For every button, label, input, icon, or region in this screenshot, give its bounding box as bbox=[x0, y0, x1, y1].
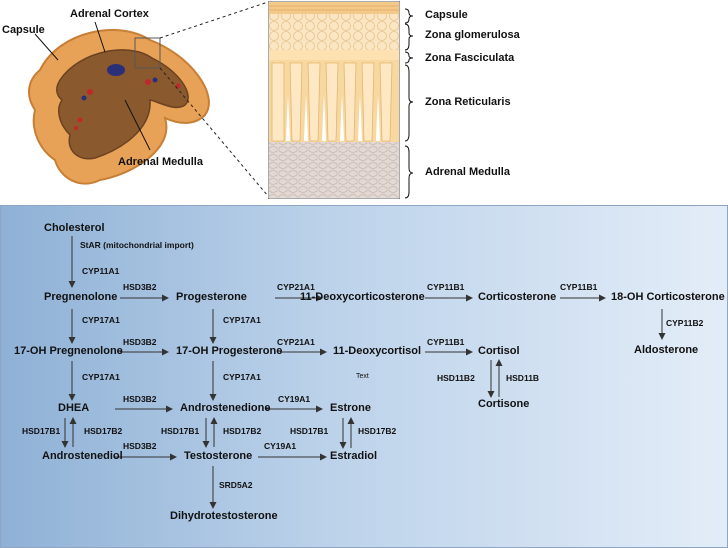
enzyme-cyp11b1-row1b: CYP11B1 bbox=[560, 282, 598, 292]
layer-zona-reticularis-label: Zona Reticularis bbox=[425, 96, 511, 108]
stray-text-label: Text bbox=[356, 373, 369, 380]
molecule-11-deoxycorticosterone: 11-Deoxycorticosterone bbox=[300, 291, 425, 303]
zona-glomerulosa-layer bbox=[269, 14, 399, 50]
layer-capsule-label: Capsule bbox=[425, 9, 468, 21]
molecule-17-oh-pregnenolone: 17-OH Pregnenolone bbox=[14, 345, 123, 357]
steroidogenesis-pathway-panel bbox=[0, 205, 728, 548]
enzyme-hsd3b2-row3: HSD3B2 bbox=[123, 394, 157, 404]
enzyme-cyp11a1: CYP11A1 bbox=[82, 266, 120, 276]
molecule-dhea: DHEA bbox=[58, 402, 90, 414]
enzyme-hsd17b1-right: HSD17B1 bbox=[290, 426, 329, 436]
molecule-cholesterol: Cholesterol bbox=[44, 222, 105, 234]
enzyme-hsd17b1-left: HSD17B1 bbox=[22, 426, 61, 436]
enzyme-hsd3b2-row4: HSD3B2 bbox=[123, 441, 157, 451]
adrenal-medulla-shape bbox=[56, 49, 189, 160]
molecule-18-oh-corticosterone: 18-OH Corticosterone bbox=[611, 291, 725, 303]
zoom-connector bbox=[159, 1, 269, 197]
molecule-estradiol: Estradiol bbox=[330, 450, 378, 462]
layer-brackets bbox=[404, 8, 414, 199]
vessel-dot bbox=[107, 64, 125, 76]
enzyme-hsd17b2-left: HSD17B2 bbox=[84, 426, 123, 436]
enzyme-cyp17a1-mid-1: CYP17A1 bbox=[223, 315, 261, 325]
enzyme-hsd17b2-mid: HSD17B2 bbox=[223, 426, 262, 436]
enzyme-cyp17a1-left-1: CYP17A1 bbox=[82, 315, 120, 325]
enzyme-hsd11b: HSD11B bbox=[506, 373, 540, 383]
enzyme-cyp11b1-row2: CYP11B1 bbox=[427, 337, 465, 347]
capsule-label: Capsule bbox=[2, 24, 45, 36]
enzyme-cyp21a1-row2: CYP21A1 bbox=[277, 337, 315, 347]
capsule-layer bbox=[269, 2, 399, 14]
enzyme-hsd11b2: HSD11B2 bbox=[437, 373, 475, 383]
enzyme-cy19a1-row3: CY19A1 bbox=[278, 394, 311, 404]
layer-zona-fasciculata-label: Zona Fasciculata bbox=[425, 52, 515, 64]
enzyme-cyp17a1-left-2: CYP17A1 bbox=[82, 372, 120, 382]
molecule-progesterone: Progesterone bbox=[176, 291, 247, 303]
adrenal-layers-illustration bbox=[268, 1, 400, 199]
enzyme-hsd3b2-row2: HSD3B2 bbox=[123, 337, 157, 347]
molecule-17-oh-progesterone: 17-OH Progesterone bbox=[176, 345, 283, 357]
molecule-aldosterone: Aldosterone bbox=[634, 344, 699, 356]
molecule-dihydrotestosterone: Dihydrotestosterone bbox=[170, 510, 278, 522]
adrenal-cortex-label: Adrenal Cortex bbox=[70, 8, 149, 20]
zona-fasciculata-layer bbox=[269, 50, 399, 60]
enzyme-hsd17b1-mid: HSD17B1 bbox=[161, 426, 200, 436]
molecule-11-deoxycortisol: 11-Deoxycortisol bbox=[333, 345, 422, 357]
layer-zona-glomerulosa-label: Zona glomerulosa bbox=[425, 29, 520, 41]
enzyme-cy19a1-row4: CY19A1 bbox=[264, 441, 297, 451]
molecule-estrone: Estrone bbox=[330, 402, 371, 414]
adrenal-medulla-layer bbox=[269, 142, 399, 198]
molecule-testosterone: Testosterone bbox=[184, 450, 253, 462]
adrenal-medulla-label: Adrenal Medulla bbox=[118, 156, 203, 168]
molecule-androstenedione: Androstenedione bbox=[180, 402, 271, 414]
layer-adrenal-medulla-label: Adrenal Medulla bbox=[425, 166, 510, 178]
enzyme-cyp11b1-row1: CYP11B1 bbox=[427, 282, 465, 292]
adrenal-gland-illustration bbox=[28, 21, 210, 185]
molecule-androstenediol: Androstenediol bbox=[42, 450, 123, 462]
molecule-cortisol: Cortisol bbox=[478, 345, 520, 357]
molecule-corticosterone: Corticosterone bbox=[478, 291, 557, 303]
enzyme-cyp17a1-mid-2: CYP17A1 bbox=[223, 372, 261, 382]
enzyme-star: StAR (mitochondrial import) bbox=[80, 240, 194, 250]
zoom-box bbox=[134, 37, 161, 69]
molecule-cortisone: Cortisone bbox=[478, 398, 530, 410]
enzyme-cyp21a1-row1: CYP21A1 bbox=[277, 282, 315, 292]
enzyme-hsd17b2-right: HSD17B2 bbox=[358, 426, 397, 436]
molecule-pregnenolone: Pregnenolone bbox=[44, 291, 118, 303]
enzyme-srd5a2: SRD5A2 bbox=[219, 480, 253, 490]
enzyme-cyp11b2: CYP11B2 bbox=[666, 318, 704, 328]
enzyme-hsd3b2-row1: HSD3B2 bbox=[123, 282, 157, 292]
